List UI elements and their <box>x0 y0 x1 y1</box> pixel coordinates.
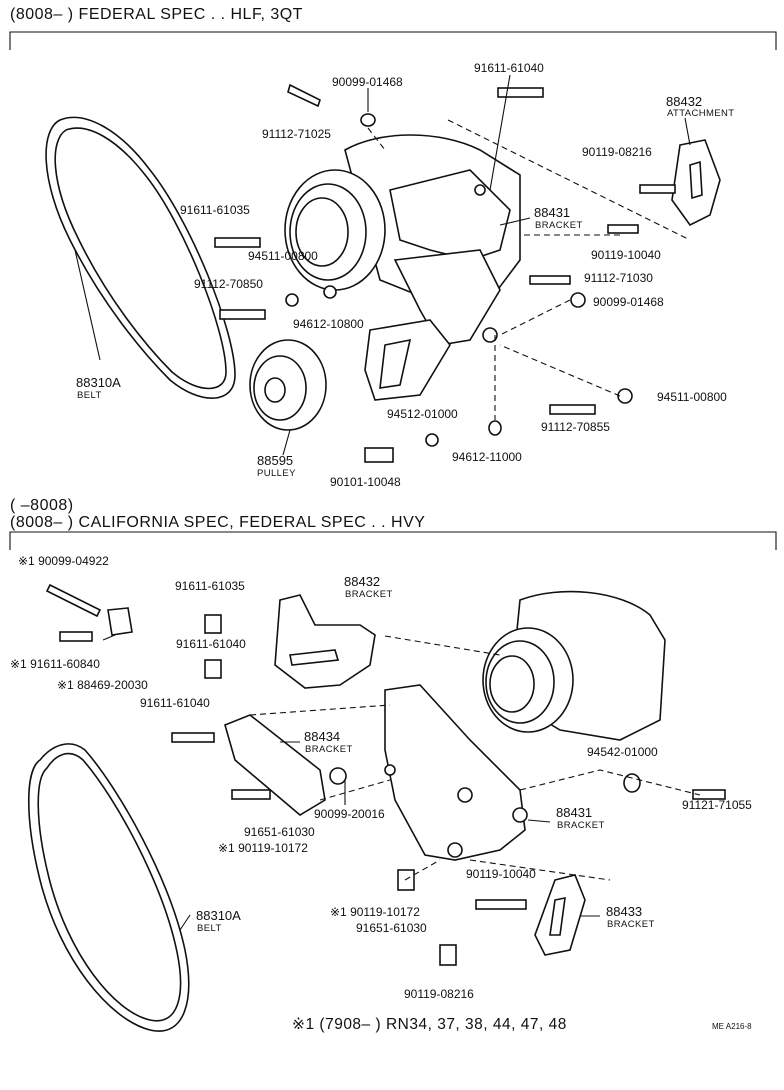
part-94512-01000: 94512-01000 <box>387 407 458 421</box>
applicability-footnote: ※1 (7908– ) RN34, 37, 38, 44, 47, 48 <box>292 1016 567 1033</box>
part-91611-61035: 91611-61035 <box>180 203 250 217</box>
part-91112-71025: 91112-71025 <box>262 127 331 141</box>
part-88310a: 88310A <box>76 375 121 390</box>
part-88310a-b-desc: BELT <box>197 923 222 934</box>
part-88433: 88433 <box>606 904 643 919</box>
part-94511-00800: 94511-00800 <box>248 249 318 263</box>
part-88595: 88595 <box>257 453 294 468</box>
part-91112-71030: 91112-71030 <box>584 271 653 285</box>
part-91112-70855: 91112-70855 <box>541 420 610 434</box>
compressor-bottom <box>482 590 666 741</box>
part-90101-10048: 90101-10048 <box>330 475 401 489</box>
part-88432-b: 88432 <box>344 574 381 589</box>
part-90119-10172: ※1 90119-10172 <box>218 841 308 855</box>
part-91121-71055: 91121-71055 <box>682 798 752 812</box>
part-88432-b-desc: BRACKET <box>345 589 393 600</box>
bracket-88432-bottom <box>274 594 376 689</box>
part-94542-01000: 94542-01000 <box>587 745 658 759</box>
part-91611-61040-b: 91611-61040 <box>176 637 246 651</box>
part-91112-70850: 91112-70850 <box>194 277 263 291</box>
part-90119-08216: 90119-08216 <box>582 145 652 159</box>
part-88431-b: 88431 <box>556 805 593 820</box>
part-90119-10040-b: 90119-10040 <box>466 867 536 881</box>
part-88432-desc: ATTACHMENT <box>667 108 735 119</box>
part-88310a-desc: BELT <box>77 390 102 401</box>
part-90099-04922: ※1 90099-04922 <box>18 554 109 568</box>
part-90099-20016: 90099-20016 <box>314 807 385 821</box>
bracket-88433 <box>534 874 586 956</box>
section2-frame <box>9 531 777 550</box>
washers-top <box>285 113 633 447</box>
section2-header-line2: (8008– ) CALIFORNIA SPEC, FEDERAL SPEC .… <box>10 514 426 531</box>
section1-frame <box>9 31 777 50</box>
part-90119-08216-b: 90119-08216 <box>404 987 474 1001</box>
bolts-bottom <box>45 583 726 966</box>
bracket-88469 <box>107 607 133 636</box>
part-91651-61030: 91651-61030 <box>244 825 315 839</box>
part-88434-desc: BRACKET <box>305 744 353 755</box>
part-88310a-b: 88310A <box>196 908 241 923</box>
part-90099-01468: 90099-01468 <box>332 75 403 89</box>
part-90119-10172-b: ※1 90119-10172 <box>330 905 420 919</box>
leader-lines-bottom <box>102 634 600 931</box>
section1-header: (8008– ) FEDERAL SPEC . . HLF, 3QT <box>10 6 303 23</box>
bracket-88431-bottom <box>384 684 528 861</box>
bolts-top <box>214 83 676 463</box>
part-88433-desc: BRACKET <box>607 919 655 930</box>
section2-header-line1: ( –8008) <box>10 497 74 514</box>
part-91651-61030-b: 91651-61030 <box>356 921 427 935</box>
part-88431-b-desc: BRACKET <box>557 820 605 831</box>
nuts-bottom <box>329 767 641 793</box>
part-88434: 88434 <box>304 729 341 744</box>
leader-lines-top <box>74 74 691 456</box>
adjusting-arm-top <box>364 319 451 401</box>
drawing-code: ME A216-8 <box>712 1022 752 1031</box>
part-88469-20030: ※1 88469-20030 <box>57 678 148 692</box>
part-88431-desc: BRACKET <box>535 220 583 231</box>
part-88432: 88432 <box>666 94 703 109</box>
part-91611-61040-c: 91611-61040 <box>140 696 210 710</box>
bracket-88431-top <box>389 169 511 346</box>
belt-88310a-bottom <box>27 743 190 1032</box>
part-90119-10040: 90119-10040 <box>591 248 661 262</box>
attachment-88432-top <box>671 139 721 227</box>
part-94511-00800-b: 94511-00800 <box>657 390 727 404</box>
part-94612-11000: 94612-11000 <box>452 450 522 464</box>
part-91611-61035-b: 91611-61035 <box>175 579 245 593</box>
part-88431: 88431 <box>534 205 571 220</box>
part-88595-desc: PULLEY <box>257 468 296 479</box>
part-91611-61040: 91611-61040 <box>474 61 544 75</box>
idler-pulley-88595 <box>249 339 327 431</box>
assembly-lines-top <box>367 119 691 420</box>
part-90099-01468-b: 90099-01468 <box>593 295 664 309</box>
belt-88310a-top <box>45 116 236 399</box>
part-94612-10800: 94612-10800 <box>293 317 364 331</box>
assembly-lines-bottom <box>249 635 701 881</box>
part-91611-60840: ※1 91611-60840 <box>10 657 100 671</box>
